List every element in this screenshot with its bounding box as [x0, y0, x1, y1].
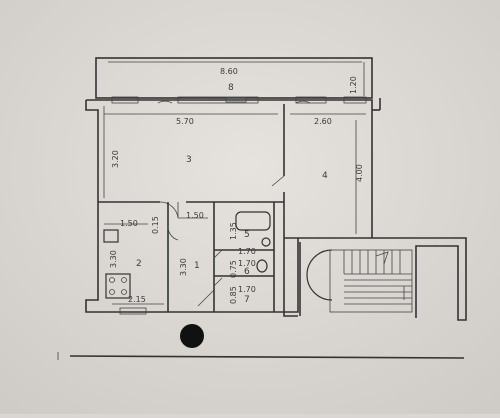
dim-room4-width: 2.60: [314, 117, 332, 126]
balcony-door-right: [295, 100, 311, 104]
sink-icon: [103, 229, 119, 243]
hall-walls: [167, 202, 215, 312]
dim-room3-depth: 3.20: [111, 150, 120, 168]
dim-closet-width: 1.70: [238, 285, 256, 294]
dim-bath-width: 1.70: [238, 247, 256, 256]
stair-direction-arrow: [375, 251, 389, 265]
bathtub-icon: [235, 211, 271, 231]
dim-room4-depth: 4.00: [355, 164, 364, 182]
room-label-7: 7: [244, 295, 250, 305]
dim-hall-depth: 3.30: [179, 258, 188, 276]
dim-hall-width: 1.50: [186, 211, 204, 220]
dim-kitchen-side: 0.15: [151, 216, 160, 234]
partition-room3-room4: [271, 104, 285, 238]
dim-kitchen-depth: 3.30: [109, 250, 118, 268]
dim-kitchen-width: 1.50: [120, 219, 138, 228]
room-label-2: 2: [136, 259, 142, 269]
dim-wc-depth: 0.75: [229, 260, 238, 278]
room-label-5: 5: [244, 230, 250, 240]
toilet-icon: [256, 259, 268, 273]
dim-wc-width: 1.70: [238, 259, 256, 268]
wet-rooms-walls: [213, 202, 275, 312]
room-label-4: 4: [322, 171, 328, 181]
apartment-outer-walls: [85, 98, 381, 313]
room-label-1: 1: [194, 261, 200, 271]
page-rule: [69, 355, 465, 359]
dim-kitchen-bottom: 2.15: [128, 295, 146, 304]
stove-icon: [105, 273, 131, 299]
dim-room3-width: 5.70: [176, 117, 194, 126]
hole-punch-mark: [180, 324, 204, 348]
partition-horizontal: [98, 201, 372, 239]
dimension-lines: [103, 62, 366, 305]
kitchen-window: [119, 307, 147, 315]
balcony-door-left: [157, 100, 173, 104]
dim-bath-depth: 1.35: [229, 222, 238, 240]
room-label-6: 6: [244, 267, 250, 277]
kitchen-walls: [103, 202, 169, 315]
room-label-8: 8: [228, 83, 234, 93]
room-label-3: 3: [186, 155, 192, 165]
dim-balcony-length: 8.60: [220, 67, 238, 76]
dim-closet-depth: 0.85: [229, 286, 238, 304]
windows-top: [111, 96, 367, 104]
washbasin-icon: [261, 237, 271, 247]
dim-balcony-depth: 1.20: [349, 76, 358, 94]
stairwell: [283, 237, 467, 321]
